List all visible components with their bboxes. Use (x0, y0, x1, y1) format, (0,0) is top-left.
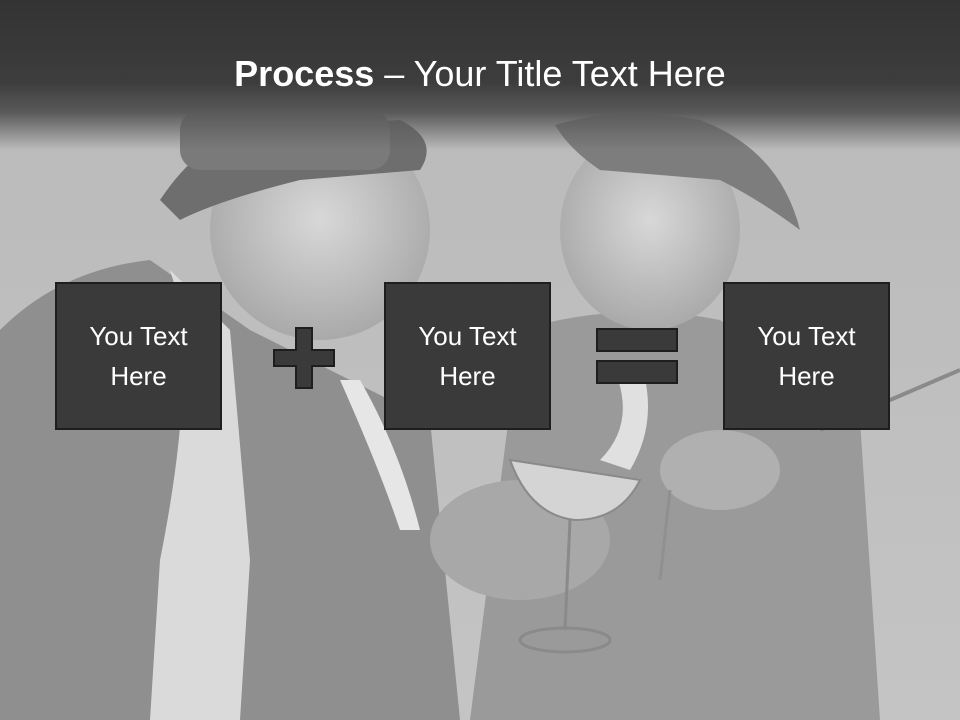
equals-icon (596, 328, 678, 384)
process-box-2-text: You Text Here (418, 321, 517, 391)
process-box-3: You Text Here (723, 282, 890, 430)
title-text: Your Title Text Here (413, 53, 726, 94)
slide-title: Process – Your Title Text Here (0, 52, 960, 96)
process-box-3-text: You Text Here (757, 321, 856, 391)
process-box-2: You Text Here (384, 282, 551, 430)
title-bold: Process (234, 53, 375, 94)
title-bar (0, 0, 960, 150)
title-separator: – (374, 53, 414, 94)
process-box-1: You Text Here (55, 282, 222, 430)
process-box-1-text: You Text Here (89, 321, 188, 391)
plus-icon (273, 327, 335, 389)
